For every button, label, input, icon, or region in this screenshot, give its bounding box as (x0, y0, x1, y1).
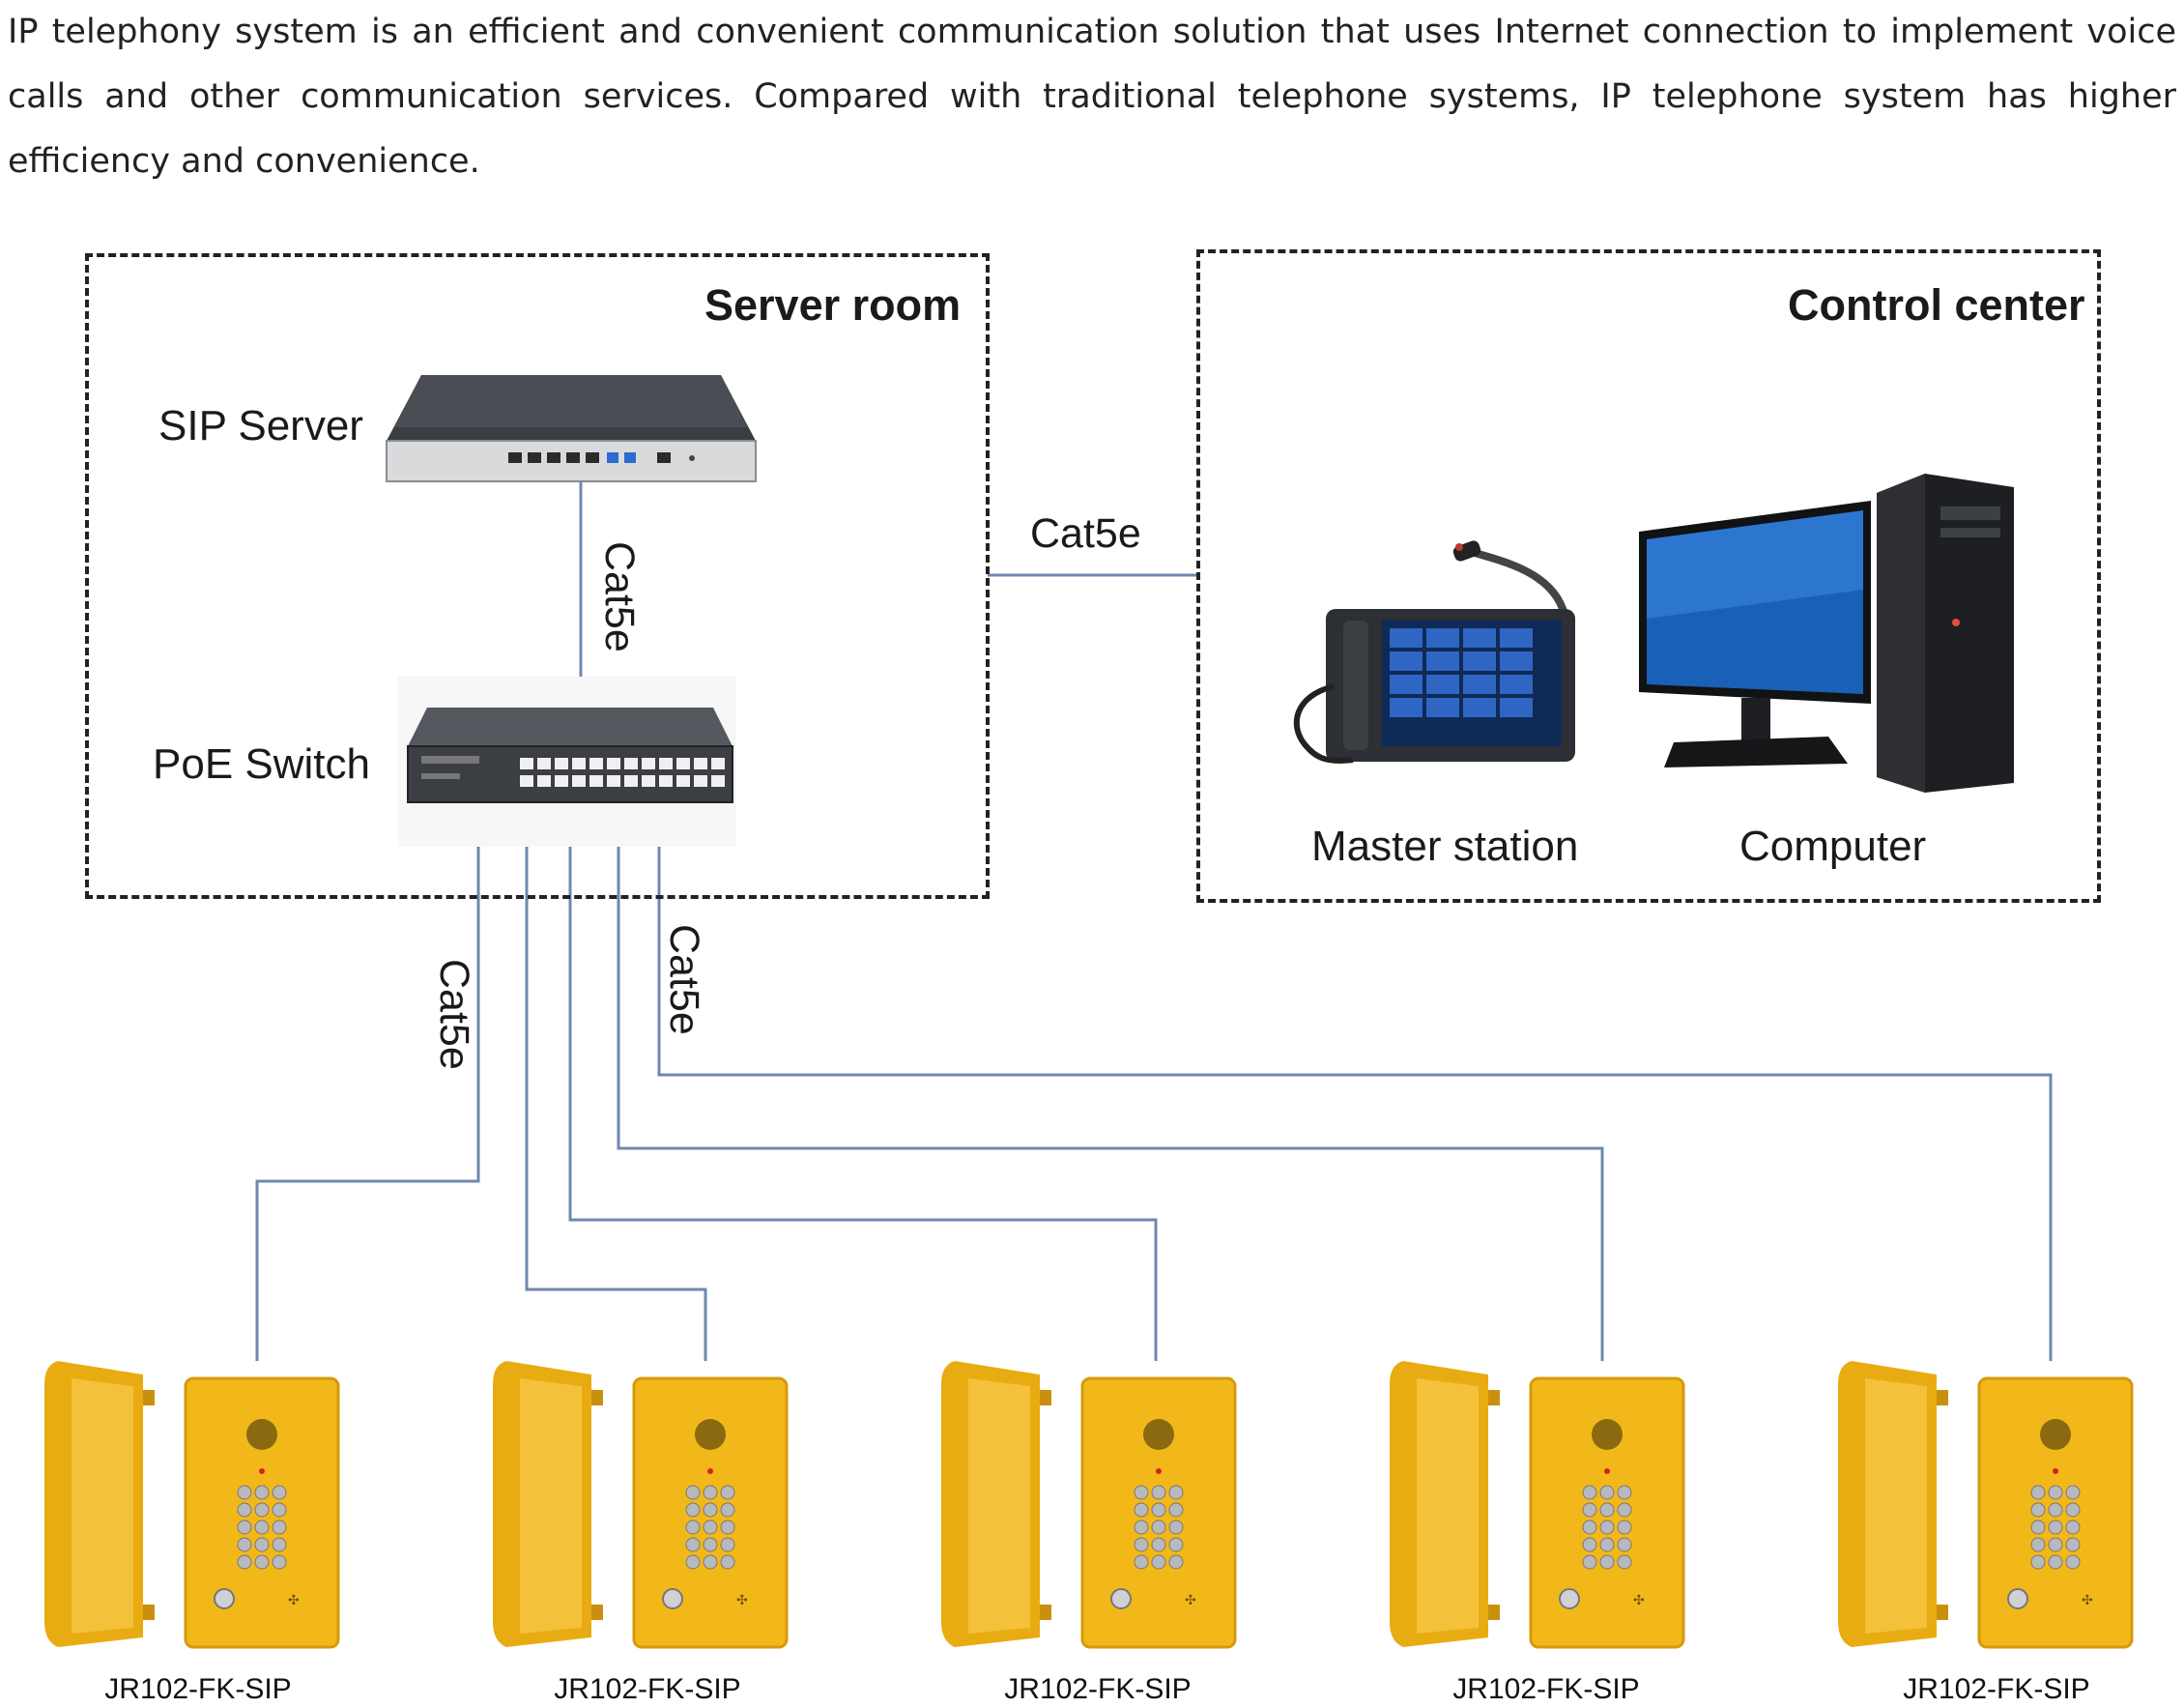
computer-label: Computer (1739, 823, 1927, 870)
desktop-computer-icon (1639, 474, 2014, 793)
master-station-icon (1293, 540, 1575, 764)
phone-model-label: JR102-FK-SIP (1452, 1673, 1640, 1705)
phone-model-label: JR102-FK-SIP (1004, 1673, 1192, 1705)
cable-label-switch-phones-right: Cat5e (661, 924, 707, 1035)
intro-paragraph: IP telephony system is an efficient and … (8, 13, 2176, 181)
emergency-phone-icon (491, 1359, 789, 1649)
link-switch-to-phone-1 (255, 825, 480, 1361)
emergency-phone-icon (1388, 1359, 1685, 1649)
link-switch-to-phone-5 (657, 825, 2053, 1361)
cable-label-server-control: Cat5e (1030, 510, 1141, 557)
master-station-label: Master station (1311, 823, 1579, 870)
control-center-zone (1196, 249, 2101, 903)
server-room-zone (85, 253, 990, 899)
emergency-phone-icon: ✣ (43, 1359, 340, 1649)
sip-server-icon (386, 375, 757, 482)
link-switch-to-phone-4 (617, 825, 1604, 1361)
phone-model-label: JR102-FK-SIP (554, 1673, 741, 1705)
cable-label-switch-phones-left: Cat5e (431, 959, 477, 1070)
link-switch-to-phone-3 (568, 825, 1158, 1361)
link-switch-to-phone-2 (525, 825, 707, 1361)
control-center-title: Control center (1788, 280, 2085, 330)
phone-model-label: JR102-FK-SIP (1903, 1673, 2090, 1705)
poe-switch-icon (398, 677, 736, 847)
phone-model-label: JR102-FK-SIP (104, 1673, 292, 1705)
cable-label-server-switch: Cat5e (596, 541, 643, 652)
server-room-title: Server room (704, 280, 962, 330)
emergency-phone-icon (939, 1359, 1237, 1649)
emergency-phone-icon (1836, 1359, 2134, 1649)
poe-switch-label: PoE Switch (153, 740, 370, 788)
sip-server-label: SIP Server (158, 402, 363, 449)
